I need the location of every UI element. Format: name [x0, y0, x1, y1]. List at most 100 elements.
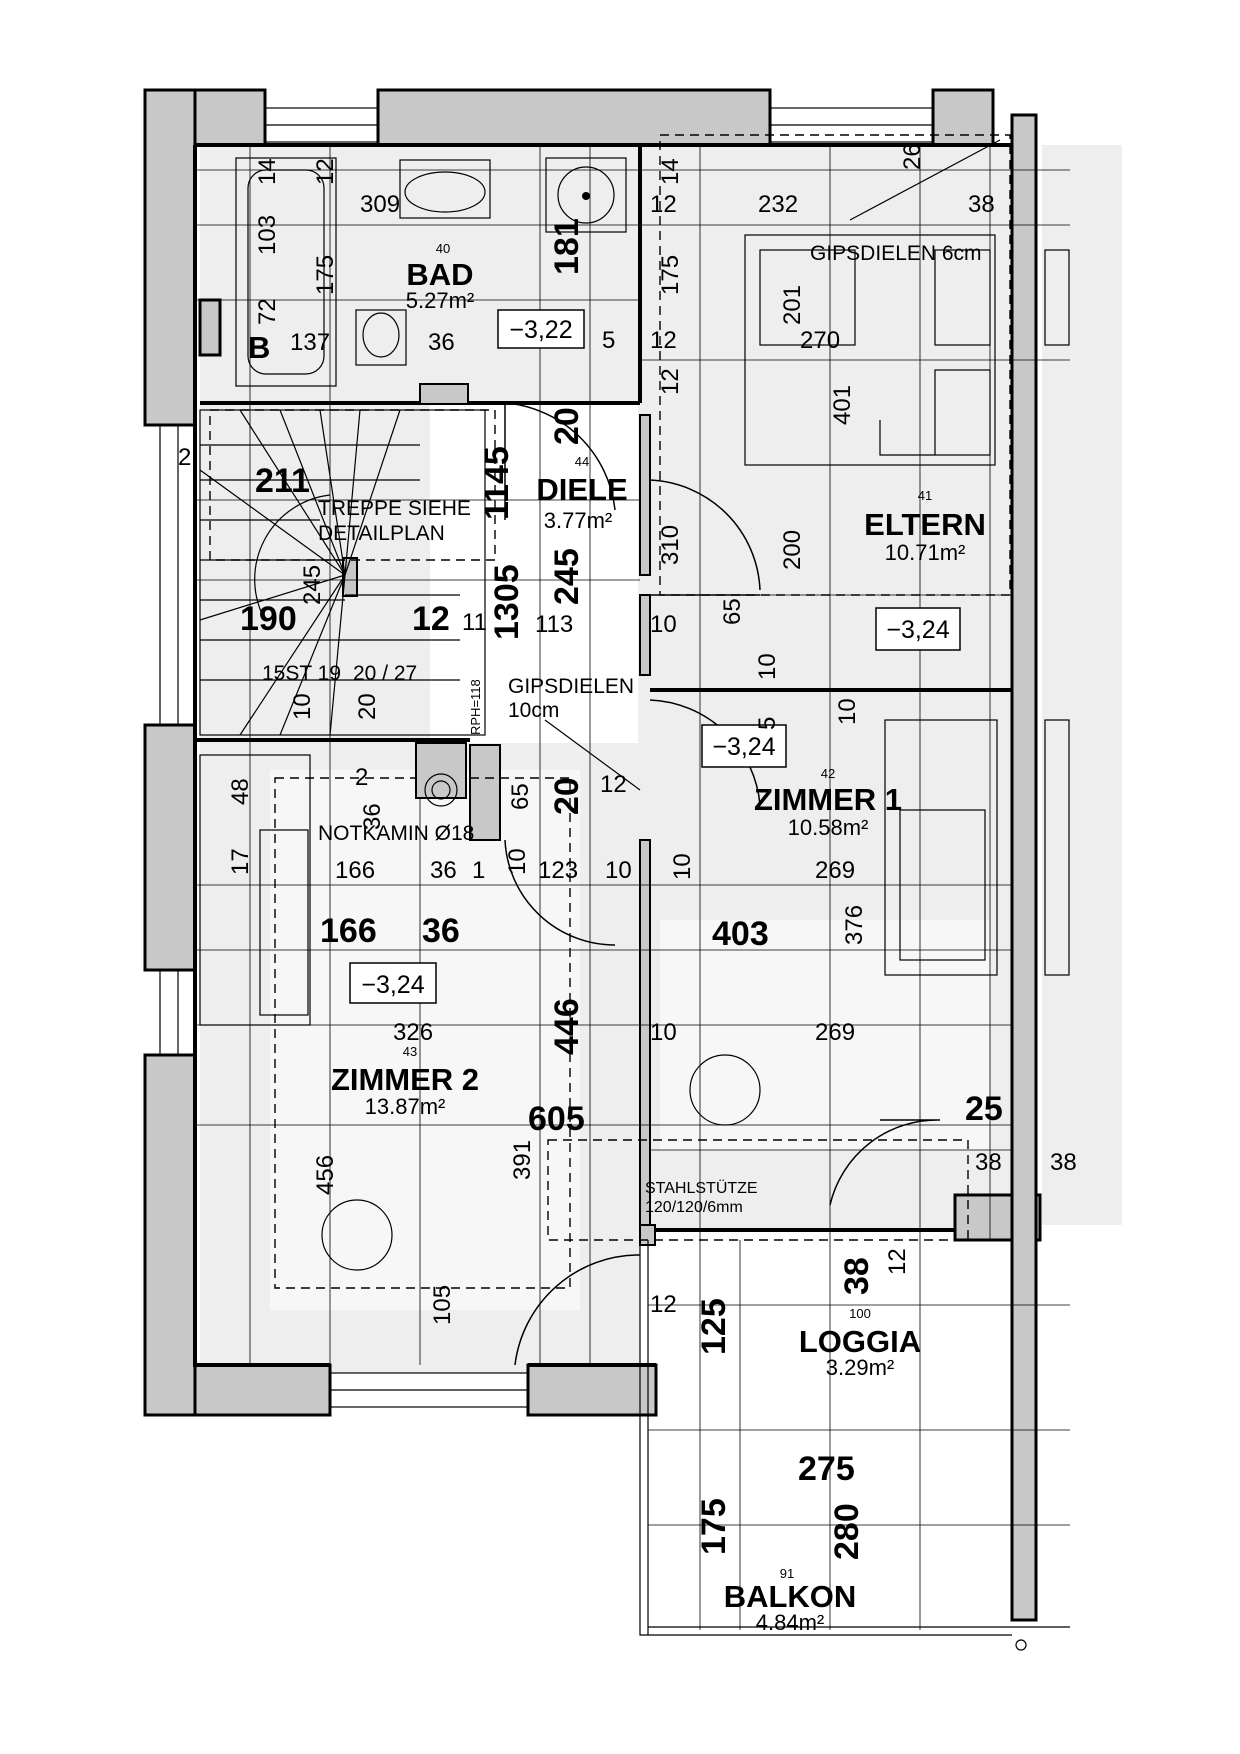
dim: 456 [312, 1155, 339, 1195]
note-gipsdielen: 10cm [508, 699, 559, 722]
dim: 2 [355, 764, 368, 791]
note-gipsdielen: GIPSDIELEN [508, 675, 634, 698]
room-area: 13.87m² [365, 1094, 446, 1119]
dim: 113 [535, 611, 573, 638]
dim: 20 [354, 693, 381, 720]
dim: 65 [719, 598, 746, 625]
dim: 403 [712, 915, 769, 953]
dim: 326 [393, 1019, 433, 1046]
dim: 190 [240, 600, 297, 638]
dim: 125 [695, 1298, 733, 1355]
note-stair-frac: 20 / 27 [353, 662, 417, 685]
dimension-grid [195, 145, 1070, 1630]
room-area: 10.58m² [788, 815, 869, 840]
dim: 123 [538, 857, 578, 884]
dim: 309 [360, 191, 400, 218]
dim: 36 [428, 329, 455, 356]
note-stahlstuetze: STAHLSTÜTZE [645, 1179, 758, 1197]
dim: 232 [758, 191, 798, 218]
dim: 211 [255, 462, 310, 500]
room-name: BAD [406, 257, 473, 292]
floor-level: −3,24 [712, 733, 775, 761]
dim: 245 [299, 565, 326, 605]
dim: 36 [430, 857, 457, 884]
dim: 38 [838, 1257, 876, 1295]
note-stair-spec: 15ST 19 [262, 662, 341, 685]
dim: 1 [472, 857, 485, 884]
room-number: 44 [575, 454, 589, 469]
dim: 20 [548, 777, 586, 815]
dim: 310 [657, 525, 684, 565]
room-area: 3.29m² [826, 1355, 894, 1380]
room-number: 40 [436, 241, 450, 256]
dim: 5 [754, 717, 781, 730]
note-stahlstuetze: 120/120/6mm [645, 1199, 743, 1216]
chimney-icon [415, 742, 467, 799]
dim: 376 [841, 905, 868, 945]
dim: 10 [669, 853, 696, 880]
balcony-outline [639, 1240, 1070, 1651]
room-number: 41 [918, 488, 932, 503]
dim: 25 [965, 1090, 1003, 1128]
note-treppe: TREPPE SIEHE [318, 497, 471, 520]
dim: 181 [548, 218, 586, 275]
dim: 200 [779, 530, 806, 570]
double-bed-icon [744, 234, 996, 466]
dim: 36 [359, 803, 386, 830]
round-table-icon [689, 1054, 761, 1126]
dim: 175 [695, 1498, 733, 1555]
dim: 12 [650, 191, 677, 218]
dim: 12 [312, 158, 339, 185]
dim: 10 [754, 653, 781, 680]
dim: 72 [254, 298, 281, 325]
room-number: 43 [403, 1044, 417, 1059]
dim: 38 [968, 191, 995, 218]
dim: 270 [800, 327, 840, 354]
interior-outline [193, 143, 1012, 1367]
room-area: 5.27m² [406, 288, 474, 313]
dim: 275 [798, 1450, 855, 1488]
room-name: DIELE [536, 472, 627, 507]
dim: 14 [254, 158, 281, 185]
floor-level: −3,22 [509, 316, 572, 344]
staircase-icon [199, 409, 486, 736]
dim: 38 [975, 1149, 1002, 1176]
dim: 38 [1050, 1149, 1077, 1176]
dim: 269 [815, 1019, 855, 1046]
room-number: 100 [849, 1306, 871, 1321]
dim: 10 [504, 848, 531, 875]
fixtures [199, 157, 1070, 1271]
windows [159, 107, 934, 1408]
room-name: ELTERN [864, 507, 986, 542]
dim: 401 [829, 385, 856, 425]
dim: 48 [227, 778, 254, 805]
dim: 105 [429, 1285, 456, 1325]
dim: 269 [815, 857, 855, 884]
note-rph: RPH=118 [468, 679, 483, 735]
dim: 10 [650, 611, 677, 638]
dim: 446 [548, 998, 586, 1055]
room-number: 91 [780, 1566, 794, 1581]
level-labels: −3,22 −3,24 −3,24 −3,24 [361, 316, 949, 999]
room-area: 3.77m² [544, 508, 612, 533]
dim: 1145 [478, 446, 516, 520]
floor-level: −3,24 [886, 616, 949, 644]
floor-level: −3,24 [361, 971, 424, 999]
dim: 14 [657, 158, 684, 185]
dim: 36 [422, 912, 460, 950]
room-area: 10.71m² [885, 540, 966, 565]
dim: 11 [462, 609, 487, 636]
dimension-labels: 309 14 12 103 175 72 137 36 181 5 14 12 … [178, 143, 1077, 1560]
sink-icon [399, 159, 491, 219]
room-name: BALKON [724, 1579, 857, 1614]
dim: 166 [320, 912, 377, 950]
shower-icon [545, 157, 627, 233]
dim: 137 [290, 329, 330, 356]
dim: 12 [657, 368, 684, 395]
room-name: ZIMMER 2 [331, 1062, 479, 1097]
dim: 12 [650, 1291, 677, 1318]
round-table-icon [321, 1199, 393, 1271]
note-notkamin: NOTKAMIN Ø18 [318, 822, 474, 845]
dim: 65 [507, 783, 534, 810]
exterior-walls [143, 88, 1042, 1622]
